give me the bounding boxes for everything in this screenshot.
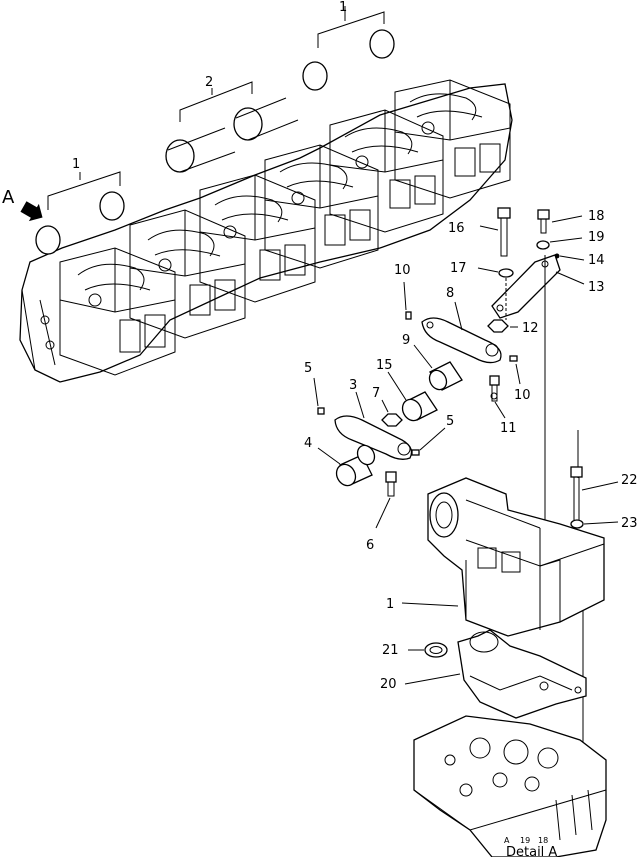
part-6-bolt: 6 — [366, 471, 397, 553]
svg-text:6: 6 — [366, 538, 374, 553]
svg-text:4: 4 — [304, 436, 312, 451]
part-8-rocker-arm: 8 — [421, 286, 502, 364]
part-18-bolt: 18 — [537, 209, 605, 234]
callout-1-top: 1 — [317, 0, 385, 48]
part-9-bushing: 9 — [402, 333, 463, 391]
part-5-pin-left: 5 — [304, 361, 325, 415]
callout-2: 2 — [179, 75, 253, 122]
part-5-pin-right: 5 — [411, 414, 454, 456]
svg-text:11: 11 — [500, 421, 517, 436]
svg-text:16: 16 — [448, 221, 465, 236]
part-15-bushing: 15 — [376, 358, 438, 422]
part-20-gasket: 20 — [380, 629, 587, 719]
part-7-nut: 7 — [372, 386, 403, 427]
svg-text:1: 1 — [386, 597, 394, 612]
cylinder-head-4 — [264, 144, 379, 269]
svg-text:3: 3 — [349, 378, 357, 393]
svg-text:21: 21 — [382, 643, 399, 658]
cylinder-head-3 — [199, 174, 316, 303]
svg-text:8: 8 — [446, 286, 454, 301]
part-23-washer: 23 — [570, 516, 638, 531]
svg-text:19: 19 — [588, 230, 605, 245]
svg-text:9: 9 — [402, 333, 410, 348]
part-19-washer: 19 — [536, 230, 605, 250]
part-11-bolt: 11 — [489, 375, 517, 436]
svg-text:18: 18 — [588, 209, 605, 224]
cylinder-head-block — [413, 715, 607, 857]
rocker-housing-cylinders — [35, 29, 395, 255]
part-16-bolt: 16 — [448, 207, 511, 257]
svg-text:10: 10 — [394, 263, 411, 278]
callout-1-left: 1 — [47, 157, 121, 210]
rocker-arm-clusters — [77, 93, 483, 307]
cylinder-head-6 — [394, 79, 511, 199]
svg-text:13: 13 — [588, 280, 605, 295]
view-a-arrow: A — [2, 187, 43, 222]
svg-text:19: 19 — [520, 836, 530, 845]
svg-text:2: 2 — [205, 75, 213, 90]
cylinder-head-5 — [329, 109, 444, 233]
part-12-nut: 12 — [487, 319, 539, 336]
part-3-rocker-arm: 3 — [334, 378, 413, 460]
engine-head-assembly — [19, 29, 513, 383]
part-17-washer: 17 — [450, 261, 514, 278]
part-22-bolt: 22 — [570, 466, 638, 526]
svg-text:7: 7 — [372, 386, 380, 401]
part-13-bracket: 13 — [491, 254, 605, 319]
svg-text:14: 14 — [588, 253, 605, 268]
svg-text:A: A — [2, 187, 15, 208]
cylinder-head-1 — [59, 247, 176, 376]
svg-text:10: 10 — [514, 388, 531, 403]
part-21-seal-ring: 21 — [382, 642, 448, 658]
svg-text:20: 20 — [380, 677, 397, 692]
svg-text:22: 22 — [621, 473, 638, 488]
svg-text:1: 1 — [339, 0, 347, 15]
svg-text:5: 5 — [446, 414, 454, 429]
svg-text:A: A — [504, 836, 510, 845]
svg-text:5: 5 — [304, 361, 312, 376]
svg-text:18: 18 — [538, 836, 548, 845]
detail-a-label: Detail A — [506, 845, 557, 857]
svg-text:17: 17 — [450, 261, 467, 276]
detail-a-stamp: A 19 18 Detail A — [504, 836, 557, 857]
svg-text:12: 12 — [522, 321, 539, 336]
svg-text:15: 15 — [376, 358, 393, 373]
part-4-bushing: 4 — [304, 436, 376, 487]
part-1-rocker-housing: 1 — [386, 477, 605, 637]
part-10-pin-right: 10 — [509, 355, 531, 403]
part-14-pin: 14 — [554, 253, 605, 268]
part-10-pin-top: 10 — [394, 263, 412, 320]
svg-text:23: 23 — [621, 516, 638, 531]
svg-text:1: 1 — [72, 157, 80, 172]
